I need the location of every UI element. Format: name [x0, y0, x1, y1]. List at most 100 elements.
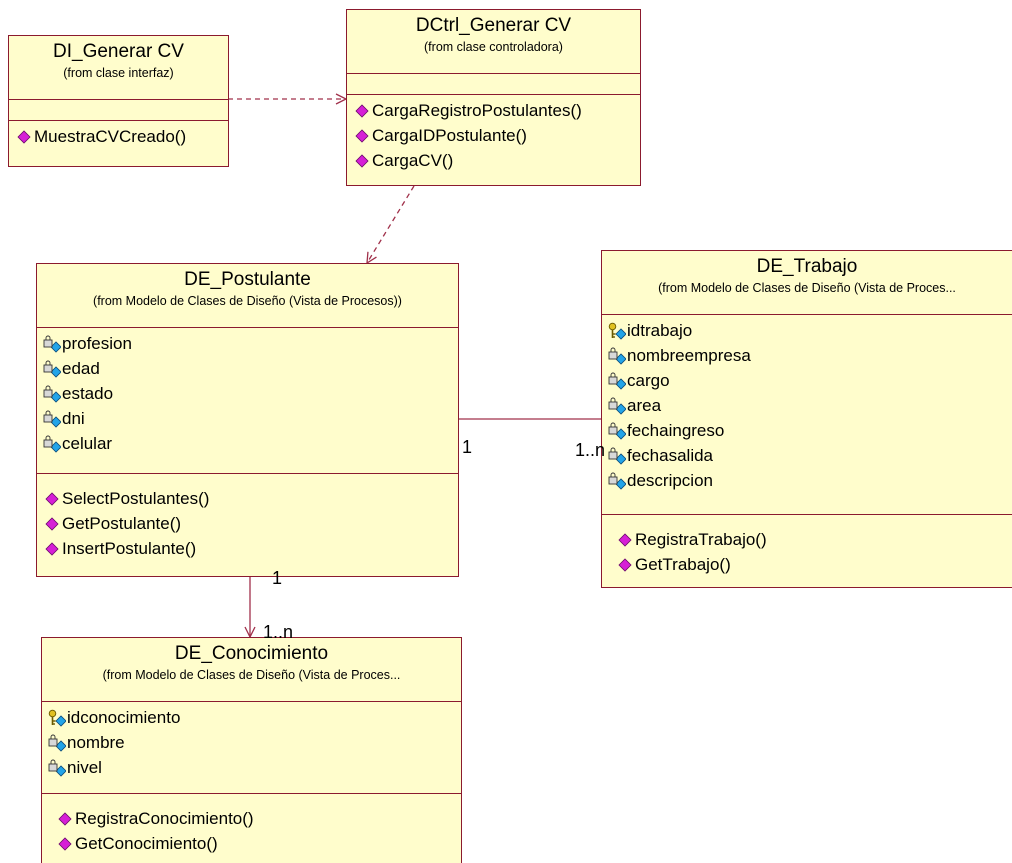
attribute-label: idconocimiento	[67, 707, 181, 727]
operation-row: RegistraTrabajo()	[616, 527, 1012, 552]
operation-compartment: CargaRegistroPostulantes() CargaIDPostul…	[347, 94, 640, 173]
private-attribute-icon	[43, 435, 61, 453]
attribute-row: fechaingreso	[608, 418, 1012, 443]
class-de-postulante[interactable]: DE_Postulante (from Modelo de Clases de …	[36, 263, 459, 577]
attribute-compartment	[9, 99, 228, 120]
attribute-row: celular	[43, 431, 458, 456]
attribute-label: nombreempresa	[627, 345, 751, 365]
multiplicity-trabajo-side: 1..n	[575, 440, 606, 460]
attribute-label: estado	[62, 383, 114, 403]
key-attribute-row: idtrabajo	[608, 318, 1012, 343]
attribute-row: cargo	[608, 368, 1012, 393]
multiplicity-postulante-bottom: 1	[272, 568, 283, 588]
attribute-compartment: profesion edad estado dni celular	[37, 327, 458, 473]
operation-icon	[618, 532, 632, 547]
operation-label: CargaRegistroPostulantes()	[372, 100, 582, 120]
attribute-compartment: idtrabajo nombreempresa cargo area fecha…	[602, 314, 1012, 514]
operation-icon	[618, 557, 632, 572]
class-name: DE_Conocimiento	[174, 643, 329, 664]
operation-icon	[45, 541, 59, 556]
private-attribute-icon	[608, 397, 626, 415]
operation-icon	[58, 811, 72, 826]
operation-icon	[45, 491, 59, 506]
operation-row: MuestraCVCreado()	[15, 124, 228, 149]
dependency-controller-to-postulante	[367, 185, 415, 263]
operation-row: GetPostulante()	[43, 511, 458, 536]
class-de-conocimiento[interactable]: DE_Conocimiento (from Modelo de Clases d…	[41, 637, 462, 863]
attribute-label: nombre	[67, 732, 125, 752]
operation-compartment: RegistraConocimiento() GetConocimiento()	[42, 793, 461, 856]
attribute-row: nombre	[48, 730, 461, 755]
key-attribute-icon	[48, 709, 66, 727]
key-attribute-row: idconocimiento	[48, 705, 461, 730]
class-dctrl-generar-cv[interactable]: DCtrl_Generar CV (from clase controlador…	[346, 9, 641, 186]
class-name: DE_Trabajo	[756, 256, 858, 277]
operation-compartment: RegistraTrabajo() GetTrabajo()	[602, 514, 1012, 577]
attribute-label: fechaingreso	[627, 420, 725, 440]
multiplicity-conocimiento-side: 1..n	[263, 622, 294, 642]
operation-label: SelectPostulantes()	[62, 488, 210, 508]
operation-row: GetConocimiento()	[56, 831, 461, 856]
private-attribute-icon	[43, 410, 61, 428]
class-di-generar-cv[interactable]: DI_Generar CV (from clase interfaz) Mues…	[8, 35, 229, 167]
class-name: DI_Generar CV	[53, 41, 184, 62]
attribute-row: dni	[43, 406, 458, 431]
operation-label: GetTrabajo()	[635, 554, 731, 574]
operation-icon	[355, 103, 369, 118]
class-name: DCtrl_Generar CV	[415, 15, 572, 36]
operation-icon	[45, 516, 59, 531]
multiplicity-postulante-side: 1	[462, 437, 473, 457]
operation-row: RegistraConocimiento()	[56, 806, 461, 831]
operation-icon	[58, 836, 72, 851]
operation-compartment: SelectPostulantes() GetPostulante() Inse…	[37, 473, 458, 561]
operation-row: CargaRegistroPostulantes()	[353, 98, 640, 123]
attribute-label: descripcion	[627, 470, 713, 490]
attribute-label: dni	[62, 408, 85, 428]
operation-label: GetConocimiento()	[75, 833, 218, 853]
operation-row: SelectPostulantes()	[43, 486, 458, 511]
operation-row: CargaCV()	[353, 148, 640, 173]
private-attribute-icon	[48, 759, 66, 777]
operation-row: GetTrabajo()	[616, 552, 1012, 577]
private-attribute-icon	[43, 360, 61, 378]
private-attribute-icon	[608, 372, 626, 390]
operation-compartment: MuestraCVCreado()	[9, 120, 228, 149]
private-attribute-icon	[608, 472, 626, 490]
operation-icon	[355, 128, 369, 143]
attribute-label: celular	[62, 433, 113, 453]
private-attribute-icon	[608, 347, 626, 365]
private-attribute-icon	[608, 422, 626, 440]
private-attribute-icon	[608, 447, 626, 465]
attribute-row: edad	[43, 356, 458, 381]
operation-icon	[17, 129, 31, 144]
attribute-row: nombreempresa	[608, 343, 1012, 368]
operation-label: GetPostulante()	[62, 513, 182, 533]
class-de-trabajo[interactable]: DE_Trabajo (from Modelo de Clases de Dis…	[601, 250, 1012, 588]
private-attribute-icon	[48, 734, 66, 752]
attribute-label: area	[627, 395, 662, 415]
attribute-row: fechasalida	[608, 443, 1012, 468]
operation-label: MuestraCVCreado()	[34, 126, 187, 146]
attribute-label: profesion	[62, 333, 132, 353]
class-name: DE_Postulante	[184, 269, 311, 290]
class-package: (from Modelo de Clases de Diseño (Vista …	[658, 281, 956, 295]
operation-row: CargaIDPostulante()	[353, 123, 640, 148]
attribute-row: profesion	[43, 331, 458, 356]
attribute-label: cargo	[627, 370, 670, 390]
attribute-row: nivel	[48, 755, 461, 780]
operation-label: InsertPostulante()	[62, 538, 197, 558]
class-package: (from clase interfaz)	[63, 66, 174, 80]
class-package: (from Modelo de Clases de Diseño (Vista …	[102, 668, 401, 682]
operation-label: RegistraTrabajo()	[635, 529, 767, 549]
attribute-compartment	[347, 73, 640, 94]
attribute-label: fechasalida	[627, 445, 714, 465]
operation-label: CargaCV()	[372, 150, 454, 170]
class-package: (from clase controladora)	[424, 40, 563, 54]
key-attribute-icon	[608, 322, 626, 340]
attribute-row: area	[608, 393, 1012, 418]
operation-label: CargaIDPostulante()	[372, 125, 527, 145]
class-package: (from Modelo de Clases de Diseño (Vista …	[93, 294, 402, 308]
attribute-label: idtrabajo	[627, 320, 693, 340]
attribute-compartment: idconocimiento nombre nivel	[42, 701, 461, 793]
